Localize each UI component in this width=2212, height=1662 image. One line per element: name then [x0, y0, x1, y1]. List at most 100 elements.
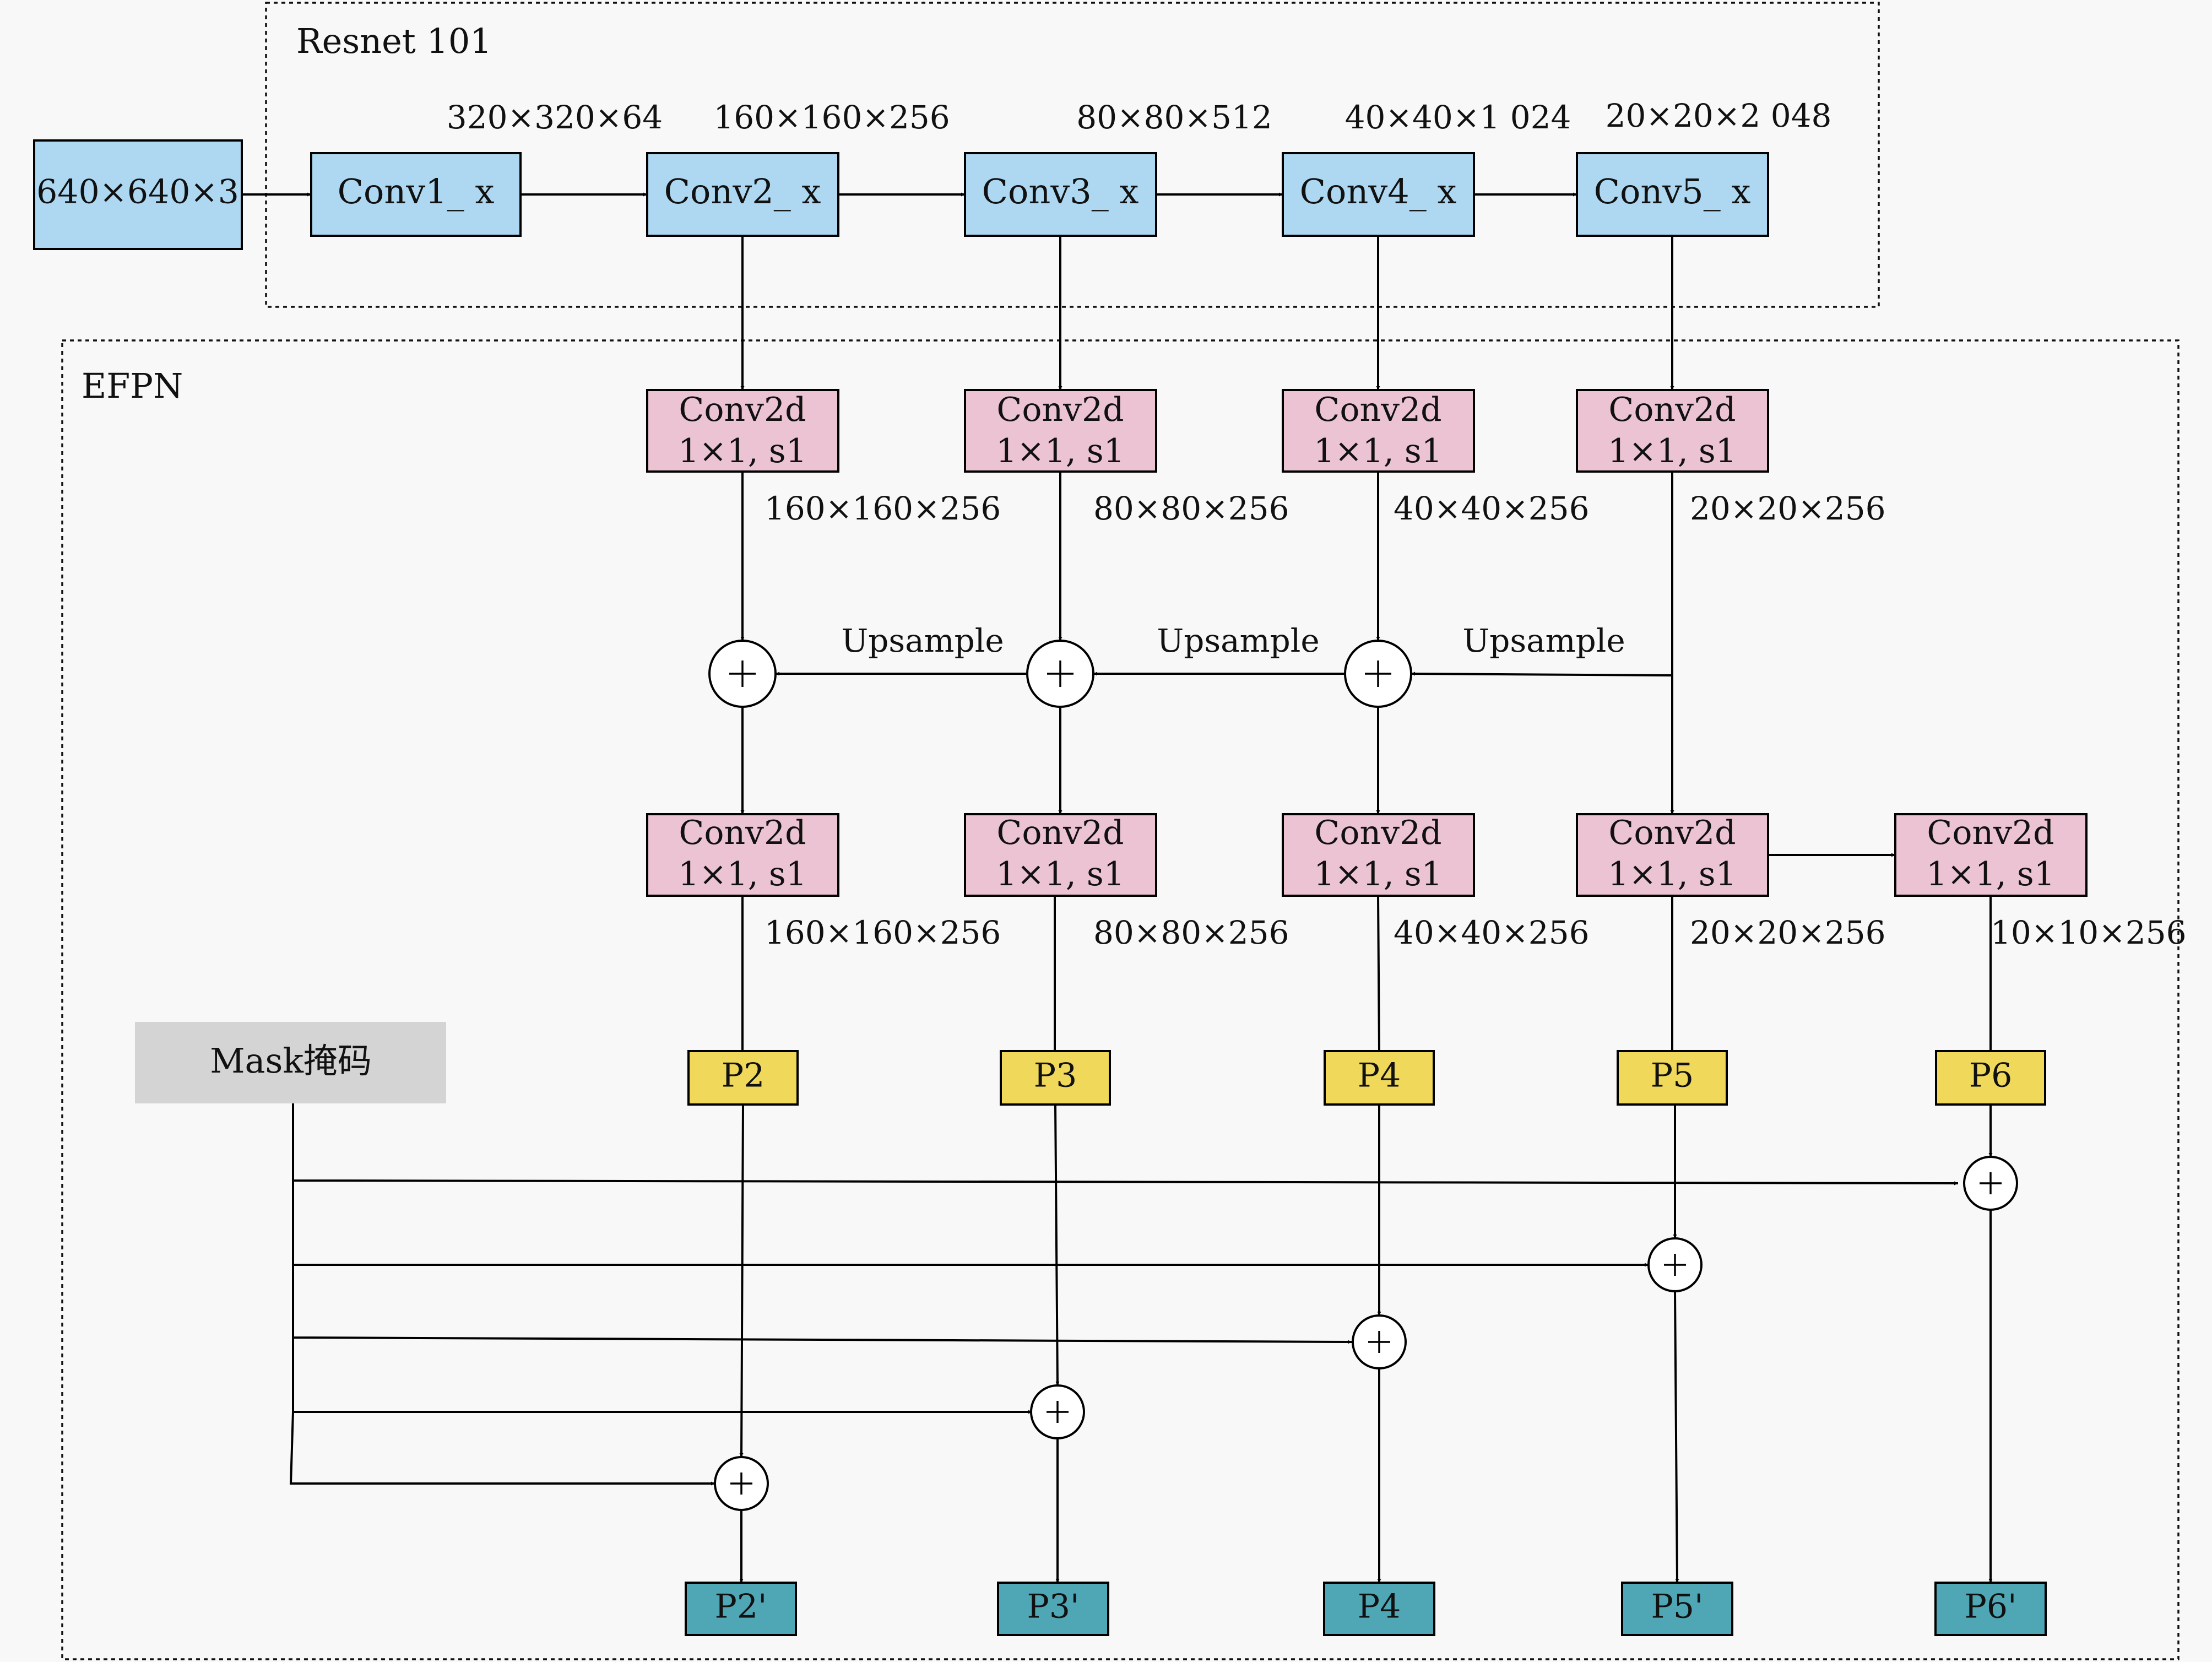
- lateral-conv-c5-rect: [1576, 389, 1769, 473]
- lateral-c5-size-label: 20×20×256: [1690, 490, 1886, 527]
- efpn-title: EFPN: [82, 366, 183, 406]
- p5-out-rect: [1621, 1582, 1733, 1636]
- conv4-label: Conv4_ x: [1300, 171, 1457, 212]
- output-conv-p3-rect: [964, 813, 1157, 897]
- lateral-conv-c2-line2: 1×1, s1: [678, 432, 807, 470]
- pyramid-level-p2: P2: [687, 1050, 799, 1106]
- arrow-p3-to-sum: [1054, 1104, 1060, 1386]
- input-label: 640×640×3: [36, 173, 239, 212]
- conv3-label: Conv3_ x: [982, 171, 1139, 212]
- output-conv-p4-line2: 1×1, s1: [1314, 855, 1443, 894]
- sum-node-top-p3: [1026, 640, 1094, 708]
- conv2-label: Conv2_ x: [664, 171, 821, 212]
- lateral-conv-c4: Conv2d 1×1, s1: [1282, 389, 1475, 473]
- lateral-conv-c4-rect: [1282, 389, 1475, 473]
- p3-out-label: P3': [1027, 1588, 1079, 1626]
- p6-label: P6: [1969, 1057, 2013, 1095]
- sum-node-mask-p3: [1030, 1384, 1085, 1439]
- backbone-block-conv5: Conv5_ x: [1576, 152, 1769, 237]
- output-conv-p5-line1: Conv2d: [1608, 814, 1736, 852]
- sum-node-mask-p2: [714, 1456, 769, 1511]
- output-conv-p6: Conv2d 1×1, s1: [1894, 813, 2088, 897]
- output-conv-p2-rect: [646, 813, 839, 897]
- output-conv-p2-line1: Conv2d: [679, 814, 806, 852]
- mask-block: Mask掩码: [135, 1022, 446, 1103]
- output-level-p4: P4: [1323, 1582, 1435, 1636]
- p2-out-rect: [685, 1582, 797, 1636]
- line-p4-conv-to-p4: [1377, 895, 1380, 1052]
- upsample-label-1: Upsample: [841, 622, 1004, 659]
- lateral-conv-c2: Conv2d 1×1, s1: [646, 389, 839, 473]
- conv5-size-label: 20×20×2 048: [1606, 97, 1832, 134]
- pyramid-level-p4: P4: [1324, 1050, 1435, 1106]
- conv2-size-label: 160×160×256: [713, 99, 950, 136]
- p6-out-label: P6': [1964, 1588, 2016, 1626]
- conv3-rect: [964, 152, 1157, 237]
- p4-out-label: P4: [1358, 1588, 1401, 1626]
- arrow-sum-to-p5-out: [1674, 1291, 1679, 1583]
- p2-label: P2: [722, 1057, 765, 1095]
- lateral-conv-c2-rect: [646, 389, 839, 473]
- sum-node-mask-p5: [1647, 1237, 1703, 1292]
- mask-label: Mask掩码: [210, 1041, 372, 1081]
- output-conv-p2: Conv2d 1×1, s1: [646, 813, 839, 897]
- output-conv-p2-line2: 1×1, s1: [678, 855, 807, 894]
- p5-rect: [1617, 1050, 1728, 1106]
- upsample-label-2: Upsample: [1157, 622, 1319, 659]
- output-p2-size-label: 160×160×256: [765, 914, 1001, 951]
- sum-node-mask-p4: [1352, 1314, 1407, 1369]
- conv3-size-label: 80×80×512: [1076, 99, 1272, 136]
- lateral-conv-c5: Conv2d 1×1, s1: [1576, 389, 1769, 473]
- p6-rect: [1935, 1050, 2046, 1106]
- output-conv-p6-line1: Conv2d: [1927, 814, 2054, 852]
- arrow-mask-to-p2-sum: [289, 1411, 715, 1486]
- output-p4-size-label: 40×40×256: [1394, 914, 1590, 951]
- arrow-mask-to-p5-sum: [292, 1181, 1649, 1267]
- arrow-p2-to-sum: [739, 1104, 744, 1458]
- backbone-block-conv2: Conv2_ x: [646, 152, 839, 237]
- lateral-c4-size-label: 40×40×256: [1394, 490, 1590, 527]
- output-level-p2: P2': [685, 1582, 797, 1636]
- lateral-conv-c3-rect: [964, 389, 1157, 473]
- lateral-conv-c3: Conv2d 1×1, s1: [964, 389, 1157, 473]
- conv5-rect: [1576, 152, 1769, 237]
- conv1-size-label: 320×320×64: [447, 99, 663, 136]
- output-conv-p4-rect: [1282, 813, 1475, 897]
- backbone-frame: [265, 2, 1880, 308]
- p5-label: P5: [1651, 1057, 1694, 1095]
- p6-out-rect: [1934, 1582, 2047, 1636]
- arrow-mask-to-p4-sum: [292, 1265, 1352, 1344]
- sum-node-top-p2: [708, 640, 777, 708]
- lateral-c3-size-label: 80×80×256: [1093, 490, 1289, 527]
- p3-rect: [1000, 1050, 1111, 1106]
- output-conv-p6-rect: [1894, 813, 2088, 897]
- output-p5-size-label: 20×20×256: [1690, 914, 1886, 951]
- conv1-label: Conv1_ x: [338, 171, 495, 212]
- lateral-conv-c5-line1: Conv2d: [1608, 391, 1736, 429]
- output-p6-size-label: 10×10×256: [1991, 914, 2187, 951]
- pyramid-level-p3: P3: [1000, 1050, 1111, 1106]
- arrow-mask-to-p3-sum: [292, 1338, 1032, 1414]
- output-conv-p3-line1: Conv2d: [996, 814, 1124, 852]
- output-p3-size-label: 80×80×256: [1093, 914, 1289, 951]
- mask-rect: [135, 1022, 446, 1103]
- p4-rect: [1324, 1050, 1435, 1106]
- input-block: 640×640×3: [33, 139, 243, 250]
- backbone-block-conv1: Conv1_ x: [310, 152, 522, 237]
- p2-rect: [687, 1050, 799, 1106]
- output-level-p5: P5': [1621, 1582, 1733, 1636]
- sum-node-top-p4: [1344, 640, 1412, 708]
- sum-node-mask-p6: [1963, 1156, 2018, 1211]
- lateral-c2-size-label: 160×160×256: [765, 490, 1001, 527]
- backbone-block-conv4: Conv4_ x: [1282, 152, 1475, 237]
- p4-label: P4: [1358, 1057, 1401, 1095]
- p5-out-label: P5': [1651, 1588, 1703, 1626]
- output-conv-p4: Conv2d 1×1, s1: [1282, 813, 1475, 897]
- arrow-mask-to-p6-sum: [292, 1103, 1959, 1185]
- conv1-rect: [310, 152, 522, 237]
- p3-label: P3: [1034, 1057, 1077, 1095]
- backbone-block-conv3: Conv3_ x: [964, 152, 1157, 237]
- output-conv-p5: Conv2d 1×1, s1: [1576, 813, 1769, 897]
- upsample-label-3: Upsample: [1462, 622, 1625, 659]
- conv4-size-label: 40×40×1 024: [1345, 99, 1571, 136]
